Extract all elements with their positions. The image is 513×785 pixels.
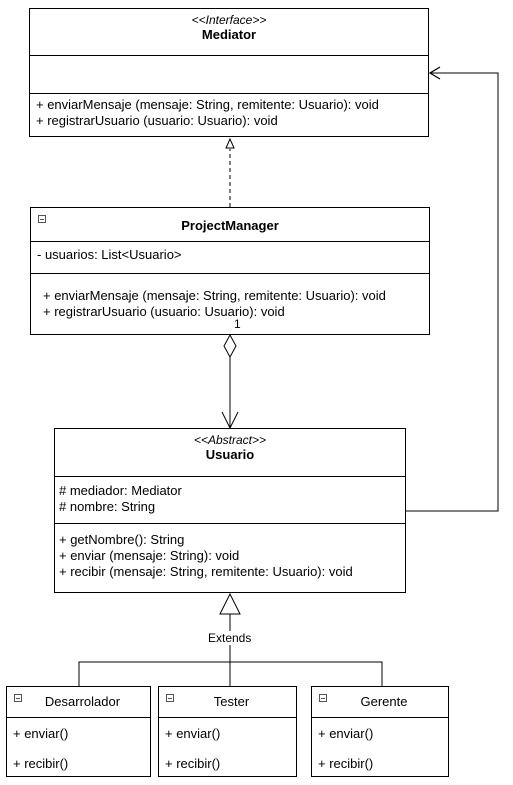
desarrolador-separator [7,717,150,718]
mediator-separator-1 [30,55,428,56]
desarrolador-header: Desarrolador [15,694,150,710]
realization-arrowhead [225,137,235,149]
desarrolador-name: Desarrolador [44,694,121,709]
tester-class[interactable]: Tester + enviar() + recibir() [158,686,297,777]
collapse-icon[interactable] [14,694,22,702]
collapse-icon[interactable] [319,694,327,702]
method: + getNombre(): String [59,532,185,547]
association-arrowhead [428,66,441,80]
project-manager-separator-2 [31,273,429,274]
method: + recibir (mensaje: String, remitente: U… [59,564,353,579]
project-manager-class[interactable]: ProjectManager - usuarios: List<Usuario>… [30,207,430,335]
attribute: # mediador: Mediator [59,483,182,498]
collapse-icon[interactable] [38,215,46,223]
method: + enviarMensaje (mensaje: String, remite… [36,97,379,112]
mediator-header: <<Interface>> Mediator [30,13,428,43]
tester-name: Tester [213,694,250,709]
usuario-name: Usuario [205,447,255,462]
project-manager-separator-1 [31,241,429,242]
gerente-method-recibir: + recibir() [318,756,374,771]
mediator-methods: + enviarMensaje (mensaje: String, remite… [36,97,424,129]
gerente-header: Gerente [320,694,448,710]
mediator-name: Mediator [201,27,257,42]
usuario-attributes: # mediador: Mediator # nombre: String [59,483,401,515]
tester-header: Tester [167,694,296,710]
generalization-branch-right [230,661,383,686]
project-manager-name: ProjectManager [181,218,279,233]
desarrolador-class[interactable]: Desarrolador + enviar() + recibir() [6,686,151,777]
tester-method-enviar: + enviar() [165,726,221,741]
tester-method-recibir: + recibir() [165,756,221,771]
multiplicity-label: 1 [234,317,241,331]
collapse-icon[interactable] [166,694,174,702]
usuario-separator-1 [55,476,405,477]
usuario-stereotype: <<Abstract>> [193,433,267,447]
extends-label: Extends [206,631,254,645]
attribute: - usuarios: List<Usuario> [37,247,182,262]
method: + registrarUsuario (usuario: Usuario): v… [36,113,278,128]
mediator-class[interactable]: <<Interface>> Mediator + enviarMensaje (… [29,8,429,137]
desarrolador-method-recibir: + recibir() [13,756,69,771]
generalization-arrowhead [219,592,241,615]
association-line [406,72,499,512]
usuario-header: <<Abstract>> Usuario [55,433,405,463]
usuario-methods: + getNombre(): String + enviar (mensaje:… [59,532,401,580]
gerente-separator [312,717,448,718]
mediator-stereotype: <<Interface>> [191,13,267,27]
attribute: # nombre: String [59,499,156,514]
method: + enviar (mensaje: String): void [59,548,240,563]
usuario-class[interactable]: <<Abstract>> Usuario # mediador: Mediato… [54,428,406,593]
tester-separator [159,717,296,718]
gerente-method-enviar: + enviar() [318,726,374,741]
project-manager-attributes: - usuarios: List<Usuario> [37,247,425,263]
project-manager-methods: + enviarMensaje (mensaje: String, remite… [43,288,425,320]
gerente-class[interactable]: Gerente + enviar() + recibir() [311,686,449,777]
aggregation-diamond [223,333,237,359]
project-manager-header: ProjectManager [31,218,429,234]
method: + enviarMensaje (mensaje: String, remite… [43,288,386,303]
desarrolador-method-enviar: + enviar() [13,726,69,741]
gerente-name: Gerente [360,694,408,709]
usuario-separator-2 [55,523,405,524]
mediator-separator-2 [30,93,428,94]
method: + registrarUsuario (usuario: Usuario): v… [43,304,285,319]
generalization-branch-left [78,661,230,686]
